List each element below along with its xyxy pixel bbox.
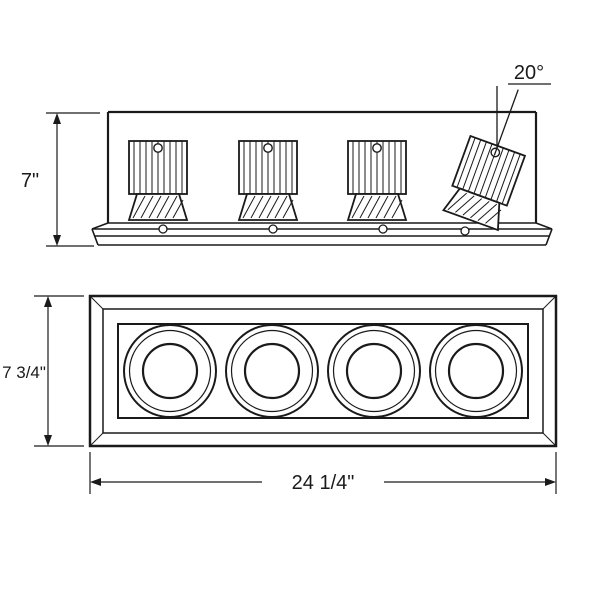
bottom-view: 7 3/4" 24 1/4" — [2, 294, 558, 494]
dimension-side-height: 7" — [21, 112, 100, 247]
outer-frame — [88, 294, 558, 448]
led-module-2 — [238, 140, 298, 221]
led-module-3 — [347, 140, 407, 221]
front-height-label: 7 3/4" — [2, 363, 46, 382]
side-height-label: 7" — [21, 170, 39, 192]
arrowhead-down-icon — [53, 235, 61, 246]
arrowhead-right-icon — [545, 478, 556, 486]
lamp-1 — [123, 324, 217, 418]
arrowhead-left-icon — [90, 478, 101, 486]
lamp-4 — [429, 324, 523, 418]
trim-screws — [158, 224, 470, 236]
side-elevation-view: 20° 7" — [21, 62, 553, 247]
angle-label: 20° — [514, 62, 544, 84]
front-width-label: 24 1/4" — [292, 472, 355, 494]
trim-frame — [88, 294, 558, 448]
lamp-apertures — [123, 324, 523, 418]
inner-opening — [117, 323, 529, 419]
screw-icon — [268, 224, 278, 234]
screw-icon — [460, 226, 470, 236]
arrowhead-down-icon — [44, 435, 52, 446]
dimension-front-width: 24 1/4" — [89, 452, 557, 494]
dimension-front-height: 7 3/4" — [2, 295, 84, 447]
led-module-1 — [128, 140, 188, 221]
tilt-axis-line — [493, 89, 519, 156]
lamp-2 — [225, 324, 319, 418]
screw-icon — [158, 224, 168, 234]
angle-annotation: 20° — [493, 62, 551, 156]
led-module-4-tilted — [442, 135, 526, 231]
middle-frame — [102, 308, 544, 434]
arrowhead-up-icon — [44, 296, 52, 307]
lamp-3 — [327, 324, 421, 418]
screw-icon — [378, 224, 388, 234]
trim-flange — [91, 222, 553, 246]
housing-outline — [106, 110, 538, 224]
arrowhead-up-icon — [53, 113, 61, 124]
